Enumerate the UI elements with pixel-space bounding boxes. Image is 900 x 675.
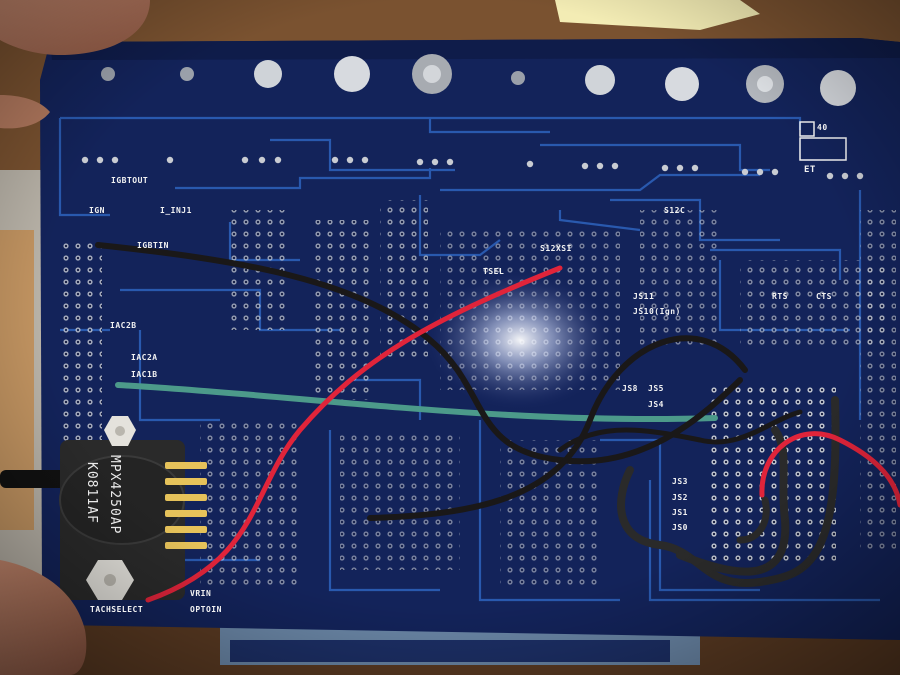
label-js2: JS2 [672,493,688,502]
label-i-inj1: I_INJ1 [160,206,192,215]
label-optoin: OPTOIN [190,605,222,614]
label-cts: CTS [816,292,832,301]
label-js8: JS8 [622,384,638,393]
label-js4: JS4 [648,400,664,409]
label-tachselect: TACHSELECT [90,605,144,614]
label-iac1b: IAC1B [131,370,158,379]
label-s12xsi: S12XSI [540,244,572,253]
label-et: ET [804,165,816,175]
label-rts: RTS [772,292,788,301]
label-iac2b: IAC2B [110,321,137,330]
label-js11: JS11 [633,292,655,301]
label-js0: JS0 [672,523,688,532]
sensor-lot-code: K0811AF [84,462,99,524]
label-js3: JS3 [672,477,688,486]
label-js10: JS10(Ign) [633,307,681,316]
sensor-part-number: MPX4250AP [107,455,122,535]
label-vrin: VRIN [190,589,212,598]
label-iac2a: IAC2A [131,353,158,362]
label-igbtin: IGBTIN [137,241,169,250]
label-igbtout: IGBTOUT [111,176,149,185]
label-ign: IGN [89,206,105,215]
label-js5: JS5 [648,384,664,393]
label-40: 40 [817,123,828,132]
label-js1: JS1 [672,508,688,517]
label-s12c: S12C [664,206,686,215]
label-tsel: TSEL [483,267,505,276]
